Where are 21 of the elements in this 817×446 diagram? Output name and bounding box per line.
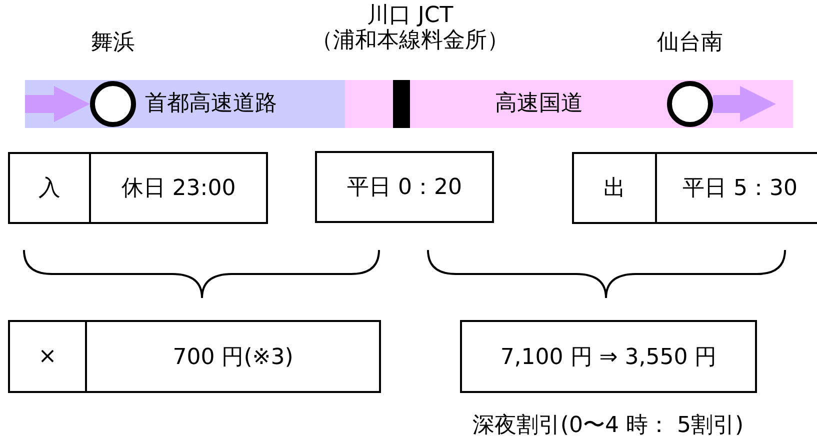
interchange-circle bbox=[667, 81, 713, 127]
arrow bbox=[25, 86, 90, 122]
table-cell: 7,100 円 ⇒ 3,550 円 bbox=[460, 320, 757, 393]
table-cell: 平日 5：30 bbox=[655, 152, 817, 224]
table-cell: 出 bbox=[572, 152, 657, 224]
interchange-circle bbox=[90, 81, 136, 127]
road-band bbox=[345, 80, 793, 128]
arrow bbox=[713, 86, 776, 122]
place-name: 舞浜 bbox=[91, 30, 135, 56]
table-cell: 入 bbox=[8, 152, 91, 224]
table-cell: 700 円(※3) bbox=[85, 320, 381, 393]
note-text: 深夜割引(0〜4 時： 5割引) bbox=[472, 413, 744, 439]
table-cell: 平日 0：20 bbox=[315, 151, 494, 223]
road-band bbox=[25, 80, 345, 128]
tollgate-bar bbox=[393, 80, 410, 128]
table-cell: × bbox=[8, 320, 87, 393]
road-name: 高速国道 bbox=[495, 91, 583, 117]
table-cell: 休日 23:00 bbox=[89, 152, 268, 224]
road-name: 首都高速道路 bbox=[145, 91, 277, 117]
place-name: 川口 JCT（浦和本線料金所） bbox=[310, 3, 510, 53]
place-name: 仙台南 bbox=[657, 30, 723, 56]
